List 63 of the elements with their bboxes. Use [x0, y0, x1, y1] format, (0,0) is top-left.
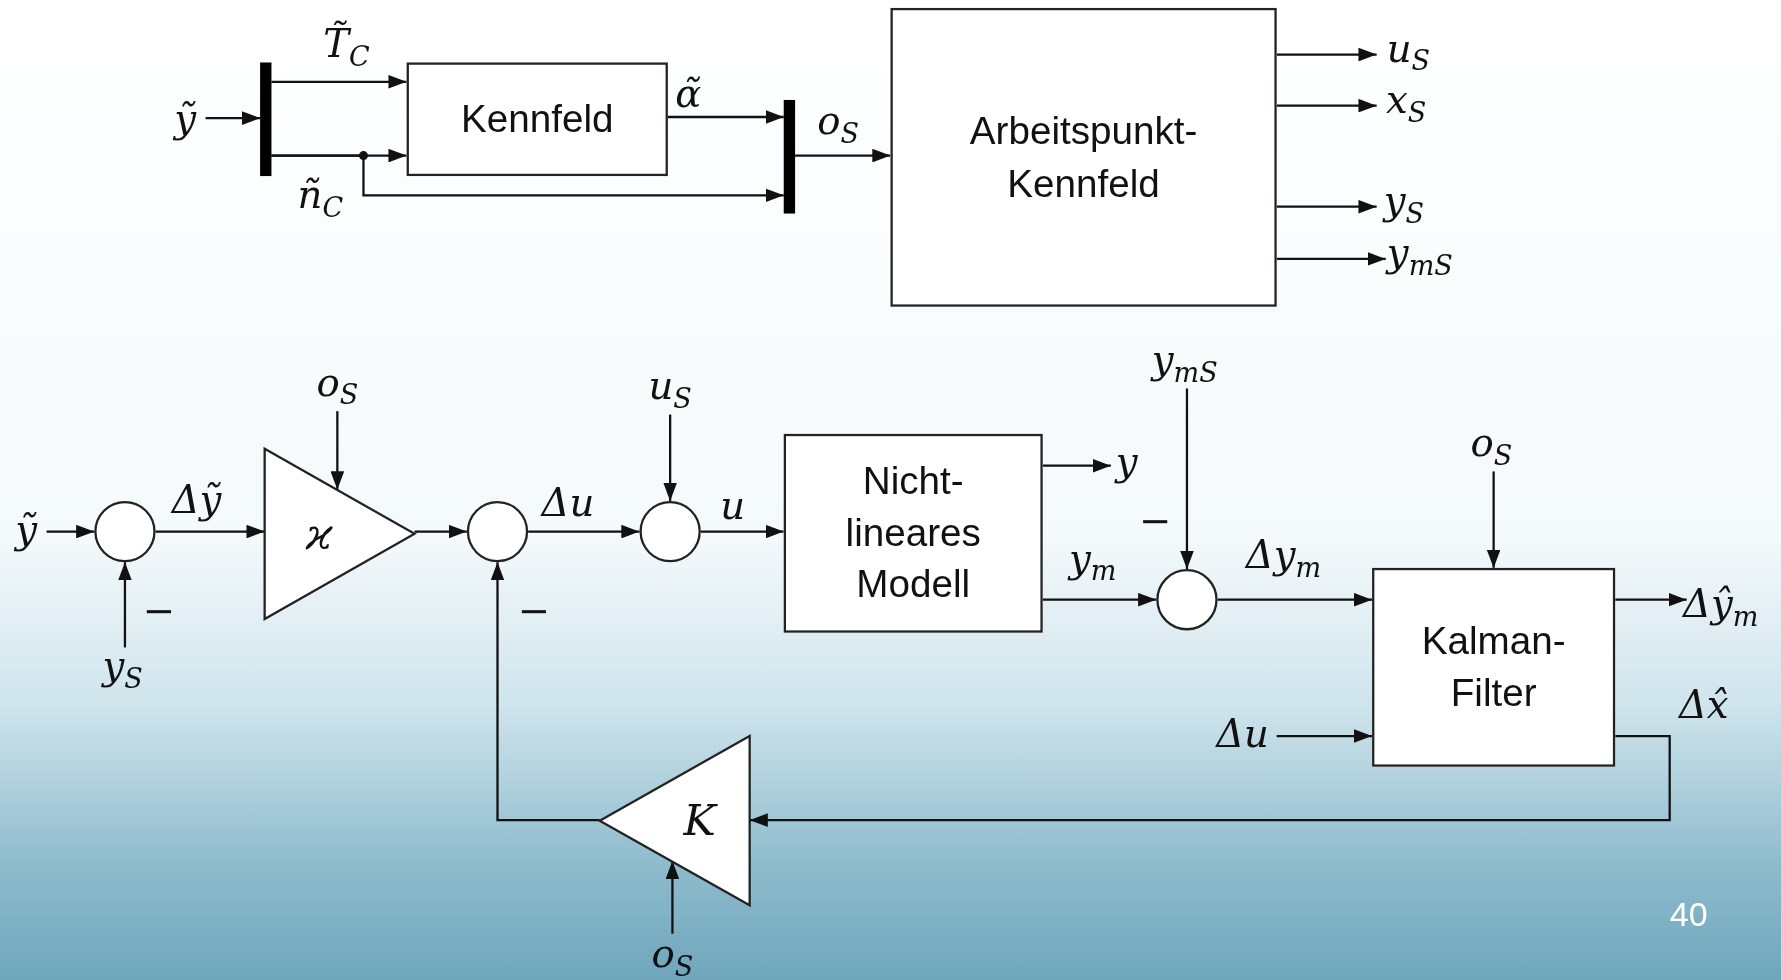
gain-symbol: K [683, 798, 716, 842]
edge-label: − [142, 590, 176, 630]
gain-triangle [599, 736, 750, 906]
arrow [330, 411, 345, 490]
arrow [749, 734, 1671, 827]
signal-label: u$_{S}$ [1386, 28, 1431, 76]
arrow [667, 110, 784, 124]
box-label: Kalman- Filter [1420, 617, 1567, 716]
edge-label: − [1138, 500, 1172, 540]
arrow [1276, 252, 1386, 266]
arrow [528, 524, 640, 539]
arrow [1276, 199, 1377, 214]
arrow [155, 524, 265, 539]
arrow [1042, 458, 1111, 473]
signal-label: Δu [1216, 714, 1269, 754]
arrow [795, 148, 891, 163]
edge-label: Δx̂ [1678, 684, 1729, 724]
signal-label: u$_{S}$ [648, 365, 692, 414]
edge-label: − [517, 590, 551, 630]
arrow [1180, 388, 1194, 570]
arrow [1217, 592, 1373, 607]
signal-label: o$_{S}$ [651, 933, 694, 980]
signal-label: y$_{S}$ [1383, 180, 1425, 229]
edge-label: Δy$_{m}$ [1245, 535, 1322, 583]
multiplexer-bar [260, 62, 272, 177]
arrow [414, 524, 467, 539]
arrow [1276, 47, 1377, 62]
process-box [890, 7, 1277, 307]
box-label: Nicht- lineares Modell [844, 457, 982, 608]
arrow [1276, 98, 1377, 113]
edge-label: Δu [541, 482, 595, 522]
arrow [271, 154, 784, 203]
arrow [700, 524, 784, 539]
signal-label: x$_{S}$ [1386, 79, 1427, 127]
gain-symbol: ϰ [305, 512, 333, 556]
arrow [490, 562, 600, 822]
box-label: Arbeitspunkt- Kennfeld [968, 107, 1199, 206]
edge-label: ñ$_{C}$ [297, 175, 344, 223]
page-number: 40 [1669, 895, 1708, 934]
gain-triangle [264, 448, 415, 620]
edge-label: y$_{m}$ [1068, 538, 1117, 586]
arrow [118, 562, 132, 648]
signal-label: y$_{S}$ [102, 646, 143, 694]
signal-label: o$_{S}$ [1470, 422, 1513, 470]
arrow [1276, 729, 1373, 743]
process-box [406, 62, 668, 177]
multiplexer-bar [783, 99, 796, 214]
signal-label: Δŷ$_{m}$ [1683, 584, 1759, 632]
process-box [1372, 567, 1616, 767]
edge-label: α̃ [675, 73, 702, 113]
edge-label: Δỹ [171, 480, 222, 520]
arrow [1615, 592, 1687, 607]
arrow [46, 524, 95, 539]
arrow [663, 414, 677, 501]
box-label: Kennfeld [460, 95, 615, 142]
arrow [271, 74, 407, 89]
signal-label: o$_{S}$ [316, 362, 359, 410]
edge-label: o$_{S}$ [817, 101, 860, 149]
arrow [1486, 471, 1501, 568]
edge-label: u [720, 486, 746, 525]
arrow [1042, 592, 1157, 607]
process-box [783, 433, 1043, 633]
arrow [205, 111, 261, 125]
